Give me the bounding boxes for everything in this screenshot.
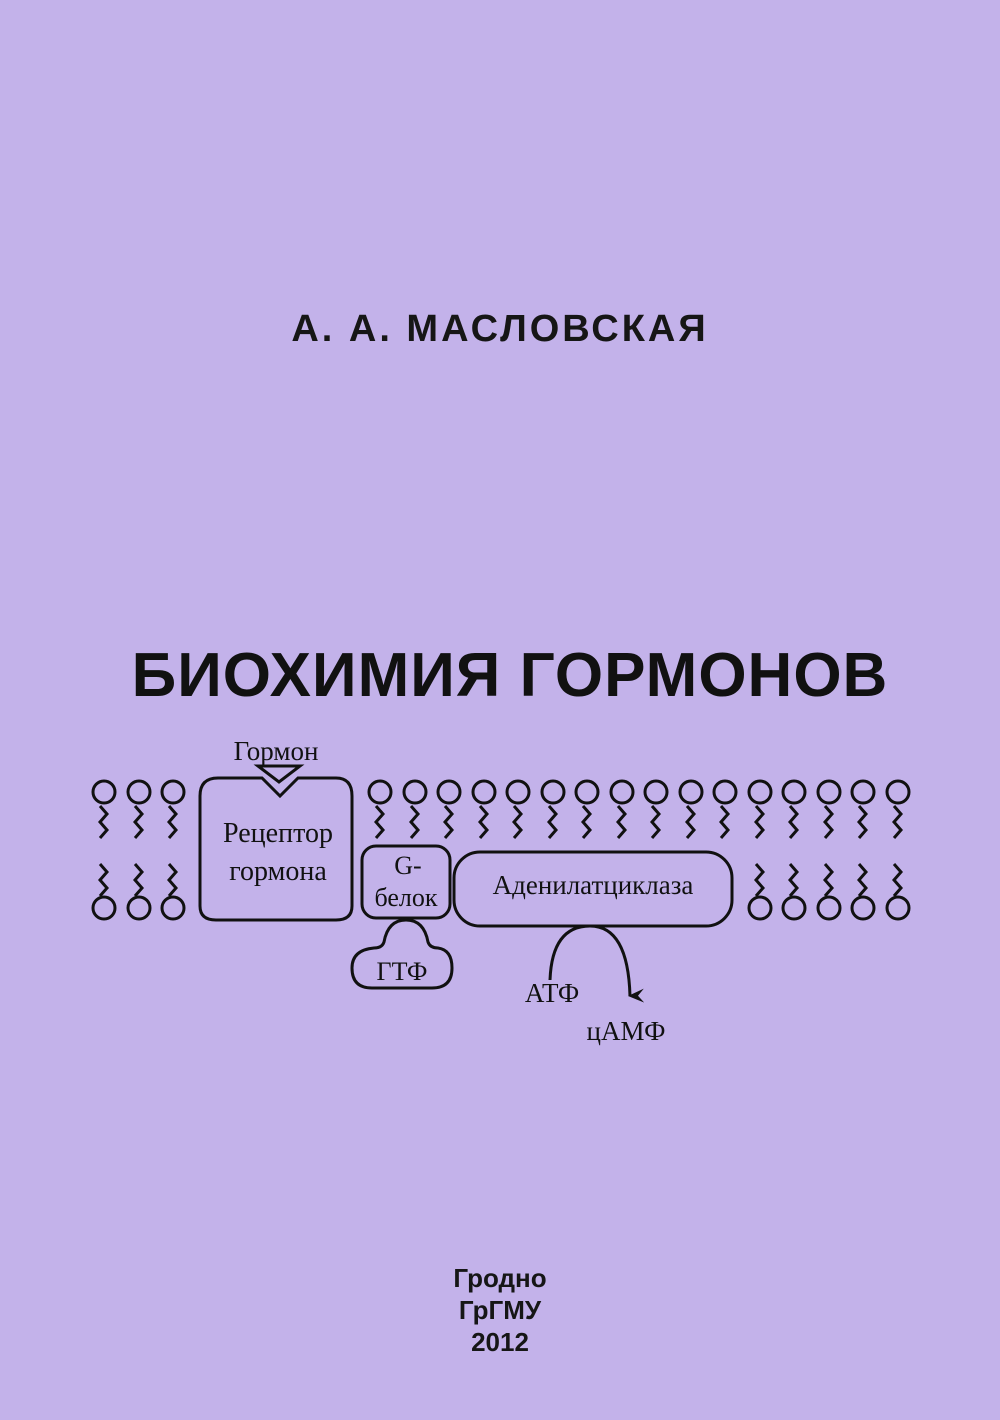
lipid-head <box>540 779 566 805</box>
lipid-head <box>885 779 911 805</box>
lipid-tail <box>823 863 834 897</box>
lipid-head <box>747 895 773 921</box>
lipid-head <box>126 895 152 921</box>
hormone-label: Гормон <box>234 736 319 766</box>
lipid-head <box>436 779 462 805</box>
book-title: БИОХИМИЯ ГОРМОНОВ <box>131 641 889 710</box>
publisher-name: ГрГМУ <box>458 1295 542 1325</box>
lipid-tail <box>857 863 868 897</box>
lipid-tail <box>685 805 696 839</box>
lipid-head <box>505 779 531 805</box>
lipid-tail <box>478 805 489 839</box>
lipid-tail <box>788 863 799 897</box>
lipid-head <box>885 895 911 921</box>
author-name: А. А. МАСЛОВСКАЯ <box>291 308 709 350</box>
lipid-tail <box>443 805 454 839</box>
publication-year: 2012 <box>471 1327 529 1357</box>
publication-city: Гродно <box>453 1263 547 1293</box>
lipid-tail <box>823 805 834 839</box>
receptor-label-line1: Рецептор <box>223 818 333 849</box>
lipid-bilayer <box>91 779 911 921</box>
lipid-head <box>678 779 704 805</box>
gtp-molecule: ГТФ <box>350 918 454 990</box>
lipid-head <box>160 779 186 805</box>
lipid-tail <box>133 805 144 839</box>
lipid-head <box>850 895 876 921</box>
lipid-tail <box>719 805 730 839</box>
lipid-head <box>471 779 497 805</box>
lipid-tail <box>167 863 178 897</box>
lipid-head <box>160 895 186 921</box>
imprint: Гродно ГрГМУ 2012 <box>0 1262 1000 1358</box>
lipid-tail <box>892 863 903 897</box>
hormone-triangle-icon <box>253 764 305 784</box>
receptor-label-line2: гормона <box>229 856 327 887</box>
lipid-head <box>643 779 669 805</box>
lipid-tail <box>167 805 178 839</box>
lipid-head <box>850 779 876 805</box>
g-protein: G- белок <box>360 844 452 920</box>
lipid-tail <box>581 805 592 839</box>
lipid-head <box>781 895 807 921</box>
lipid-head <box>781 779 807 805</box>
lipid-tail <box>98 805 109 839</box>
lipid-head <box>712 779 738 805</box>
lipid-head <box>609 779 635 805</box>
lipid-head <box>367 779 393 805</box>
lipid-head <box>91 895 117 921</box>
gtp-label: ГТФ <box>377 957 428 986</box>
lipid-tail <box>133 863 144 897</box>
hormone-receptor: Рецептор гормона <box>198 776 354 922</box>
lipid-tail <box>892 805 903 839</box>
lipid-tail <box>754 863 765 897</box>
g-protein-label-line1: G- <box>394 851 421 880</box>
camp-label: цАМФ <box>587 1016 666 1046</box>
g-protein-label-line2: белок <box>374 883 437 912</box>
lipid-tail <box>788 805 799 839</box>
lipid-tail <box>512 805 523 839</box>
lipid-head <box>816 779 842 805</box>
lipid-tail <box>754 805 765 839</box>
lipid-head <box>126 779 152 805</box>
lipid-head <box>747 779 773 805</box>
lipid-head <box>91 779 117 805</box>
adenylate-cyclase-label: Аденилатциклаза <box>493 870 694 900</box>
adenylate-cyclase: Аденилатциклаза <box>452 850 734 928</box>
lipid-tail <box>650 805 661 839</box>
lipid-tail <box>98 863 109 897</box>
membrane-signaling-diagram: Рецептор гормона Гормон G- белок ГТФ Аде… <box>91 736 911 1046</box>
conversion-arrow-icon <box>548 924 645 1003</box>
atp-label: АТФ <box>525 978 579 1008</box>
lipid-head <box>402 779 428 805</box>
lipid-tail <box>374 805 385 839</box>
lipid-tail <box>616 805 627 839</box>
lipid-tail <box>857 805 868 839</box>
lipid-tail <box>547 805 558 839</box>
lipid-tail <box>409 805 420 839</box>
hormone: Гормон <box>234 736 319 784</box>
lipid-head <box>816 895 842 921</box>
lipid-head <box>574 779 600 805</box>
